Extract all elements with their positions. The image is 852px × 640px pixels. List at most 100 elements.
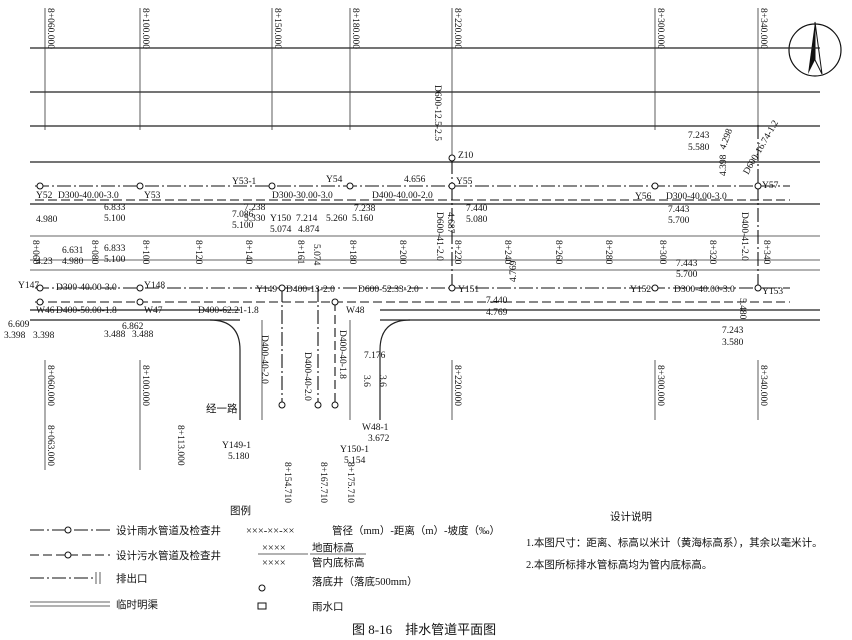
elevation: 4.769 — [509, 260, 519, 282]
well-label: Y153 — [762, 287, 783, 297]
legend-ditch: 临时明渠 — [116, 598, 158, 611]
legend-title: 图例 — [230, 504, 251, 517]
well-label: Y56 — [635, 192, 652, 202]
well-label: W46 — [36, 306, 55, 316]
station-top-5: 8+300.000 — [655, 8, 665, 49]
elevation: 3.488 — [132, 330, 154, 340]
elevation: 4.23 — [36, 257, 53, 267]
well-label: W47 — [144, 306, 163, 316]
elevation: 3.398 — [4, 331, 26, 341]
station-mid-9: 8+240 — [502, 240, 512, 265]
pipe-label: D400-41-2.0 — [739, 212, 749, 261]
station-mid-0: 8+060 — [30, 240, 40, 265]
elevation: 6.631 — [62, 246, 84, 256]
pipe-label: D600-16.74-1.2 — [742, 119, 781, 177]
mid-station-labels: 8+060 8+080 8+100 8+120 8+140 8+161 8+18… — [30, 240, 771, 265]
elevation: 6.609 — [8, 320, 30, 330]
elevation: 4.398 — [719, 154, 729, 176]
elevation: 4.298 — [718, 127, 735, 151]
pipe-label: D400-13-2.0 — [286, 285, 335, 295]
notes-title: 设计说明 — [610, 510, 652, 523]
station-mid-8: 8+220 — [452, 240, 462, 265]
station-ticks — [44, 8, 759, 470]
well-label: Y57 — [762, 181, 779, 191]
legend: 图例 设计雨水管道及检查井 设计污水管道及检查井 排出口 临时明渠 ×××-××… — [30, 504, 500, 613]
design-notes: 设计说明 1.本图尺寸：距离、标高以米计（黄海标高系），其余以毫米计。 2.本图… — [526, 510, 823, 571]
well-label: Y55 — [456, 177, 473, 187]
well-label: Y149 — [256, 285, 277, 295]
station-top-0: 8+060.000 — [45, 8, 55, 49]
legend-inlet: 雨水口 — [312, 601, 344, 613]
pipe-label: D600-52.33-2.0 — [358, 285, 419, 295]
station-bot-2: 8+220.000 — [452, 365, 462, 406]
station-top-4: 8+220.000 — [452, 8, 462, 49]
north-arrow-icon — [788, 21, 842, 77]
elevation: Y150 — [270, 214, 291, 224]
legend-ground: 地面标高 — [312, 541, 354, 554]
elevation: 5.180 — [228, 452, 250, 462]
lower-line-labels: Y147 Y148 Y149 Y151 Y152 Y153 W46 W47 W4… — [4, 244, 783, 466]
station-bot-9: 8+175.710 — [345, 462, 355, 503]
elevation: 4.656 — [404, 175, 426, 185]
station-bot-1: 8+100.000 — [140, 365, 150, 406]
station-top-1: 8+100.000 — [140, 8, 150, 49]
station-bot-6: 8+113.000 — [175, 425, 185, 466]
elevation: 3.580 — [722, 338, 744, 348]
elevation: 7.086 — [232, 210, 254, 220]
elevation: 3.6 — [361, 375, 371, 387]
elevation: 4.687 — [445, 212, 455, 234]
elevation: 5.074 — [270, 225, 292, 235]
station-mid-5: 8+161 — [295, 240, 305, 265]
manholes — [36, 154, 762, 409]
pipe-label: D300-40.00-3.0 — [674, 285, 735, 295]
elevation: 7.443 — [668, 205, 690, 215]
legend-pipe-desc: 管径（mm）-距离（m）-坡度（‰） — [332, 524, 500, 537]
elevation: 7.238 — [244, 203, 266, 213]
well-label: Y151 — [458, 285, 479, 295]
pipe-label: D600-12.5-2.5 — [432, 85, 442, 141]
elevation: 4.769 — [486, 308, 508, 318]
figure-title: 图 8-16 排水管道平面图 — [352, 622, 496, 637]
top-station-labels: 8+060.000 8+100.000 8+150.000 8+180.000 … — [45, 8, 768, 49]
well-label: W48 — [346, 306, 365, 316]
elevation: 5.100 — [232, 221, 254, 231]
elevation: 7.176 — [364, 351, 386, 361]
pipe-label: D600-41-2.0 — [434, 212, 444, 261]
elevation: 7.243 — [688, 131, 710, 141]
station-top-6: 8+340.000 — [758, 8, 768, 49]
station-mid-2: 8+100 — [140, 240, 150, 265]
elevation: 5.580 — [688, 143, 710, 153]
elevation: 5.260 — [326, 214, 348, 224]
pipe-label: D400-40.00-2.0 — [372, 191, 433, 201]
station-mid-7: 8+200 — [397, 240, 407, 265]
upper-line-labels: Y52 Y53 Y53-1 Y54 Y55 Y56 Y57 Z10 D300-4… — [36, 85, 781, 266]
well-label: Y152 — [630, 285, 651, 295]
well-label: W48-1 — [362, 423, 389, 433]
station-bot-4: 8+340.000 — [758, 365, 768, 406]
elevation: 4.980 — [62, 257, 84, 267]
elevation: 5.330 — [244, 214, 266, 224]
elevation: 3.672 — [368, 434, 390, 444]
station-mid-4: 8+140 — [243, 240, 253, 265]
station-bot-7: 8+154.710 — [282, 462, 292, 503]
elevation: 5.480 — [737, 298, 747, 320]
elevation: 7.443 — [676, 259, 698, 269]
station-mid-14: 8+340 — [761, 240, 771, 265]
elevation: 5.100 — [104, 255, 126, 265]
elevation: 5.700 — [676, 270, 698, 280]
elevation: 5.074 — [311, 244, 321, 266]
elevation: 4.980 — [36, 215, 58, 225]
station-mid-6: 8+180 — [347, 240, 357, 265]
elevation: 6.862 — [122, 322, 144, 332]
elevation: 7.440 — [486, 296, 508, 306]
well-label: Y52 — [36, 191, 53, 201]
bottom-station-labels: 8+060.000 8+100.000 8+220.000 8+300.000 … — [45, 365, 768, 503]
legend-rain: 设计雨水管道及检查井 — [116, 524, 221, 537]
station-mid-12: 8+300 — [657, 240, 667, 265]
well-label: Y150-1 — [340, 445, 369, 455]
notes-line-1: 1.本图尺寸：距离、标高以米计（黄海标高系），其余以毫米计。 — [526, 536, 823, 549]
well-label: Y149-1 — [222, 441, 251, 451]
pipe-label: D400-62.21-1.8 — [198, 306, 259, 316]
